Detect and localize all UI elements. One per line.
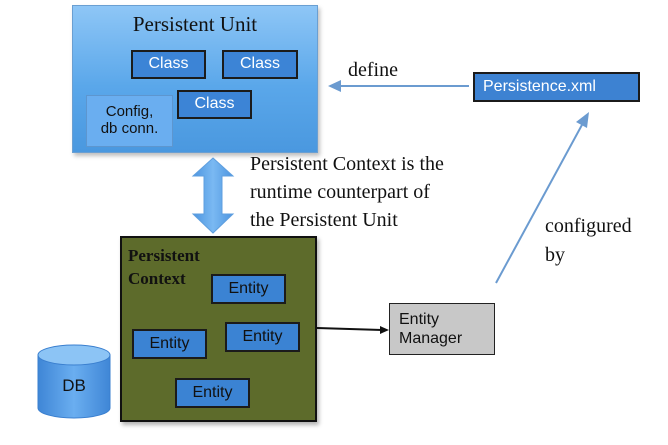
entity-box-3: Entity — [225, 322, 300, 352]
define-arrow — [328, 80, 469, 92]
persistent-context-title-line-1: Persistent — [128, 246, 200, 265]
context-to-manager-arrow — [316, 326, 389, 334]
context-description: Persistent Context is the runtime counte… — [250, 150, 444, 234]
persistent-context-title: Persistent Context — [128, 244, 200, 290]
entity-manager-line-1: Entity — [399, 311, 440, 328]
persistent-unit-title: Persistent Unit — [132, 12, 258, 36]
entity-box-1: Entity — [211, 274, 286, 304]
runtime-counterpart-double-arrow — [191, 157, 235, 234]
context-description-line-2: runtime counterpart of — [250, 181, 430, 203]
config-label: Config, — [105, 103, 154, 120]
persistent-context-title-line-2: Context — [128, 269, 186, 288]
entity-box-2: Entity — [132, 329, 207, 359]
entity-box-4: Entity — [175, 378, 250, 408]
configured-by-line-2: by — [545, 244, 565, 266]
db-connection-label: db conn. — [100, 120, 159, 137]
db-label: DB — [62, 376, 86, 395]
configured-by-arrow — [495, 112, 589, 284]
configured-by-line-1: configured — [545, 215, 632, 237]
class-box-1: Class — [131, 50, 206, 79]
context-description-line-3: the Persistent Unit — [250, 209, 398, 231]
context-description-line-1: Persistent Context is the — [250, 153, 444, 175]
entity-manager-box: Entity Manager — [389, 303, 495, 355]
config-db-connection-box: Config, db conn. — [86, 95, 173, 147]
entity-manager-line-2: Manager — [399, 330, 463, 347]
database-icon — [37, 344, 111, 419]
class-box-3: Class — [177, 90, 252, 119]
define-label: define — [348, 59, 398, 81]
persistence-xml-box: Persistence.xml — [473, 72, 640, 102]
class-box-2: Class — [222, 50, 298, 79]
configured-by-label: configured by — [545, 212, 632, 270]
